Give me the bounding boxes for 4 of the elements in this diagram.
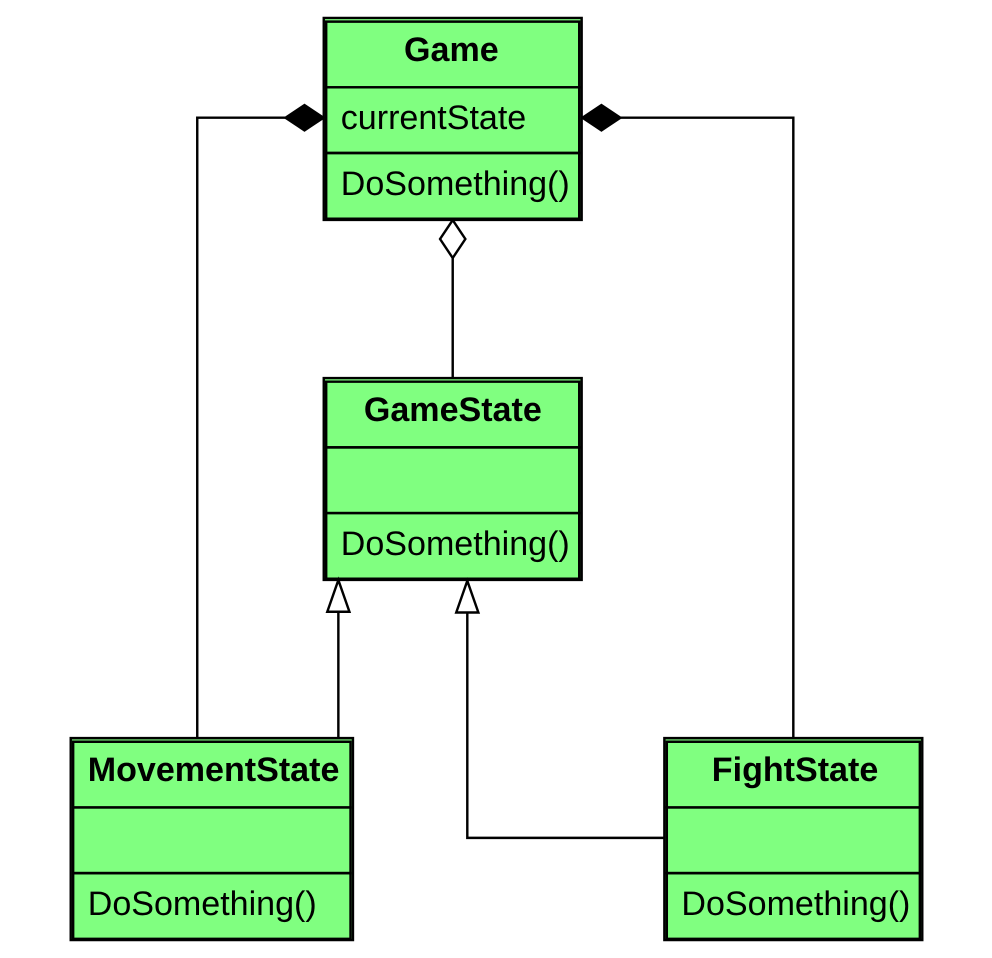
arrow — [325, 576, 351, 738]
connector — [580, 104, 794, 738]
connector — [196, 104, 326, 738]
arrow — [454, 577, 664, 840]
